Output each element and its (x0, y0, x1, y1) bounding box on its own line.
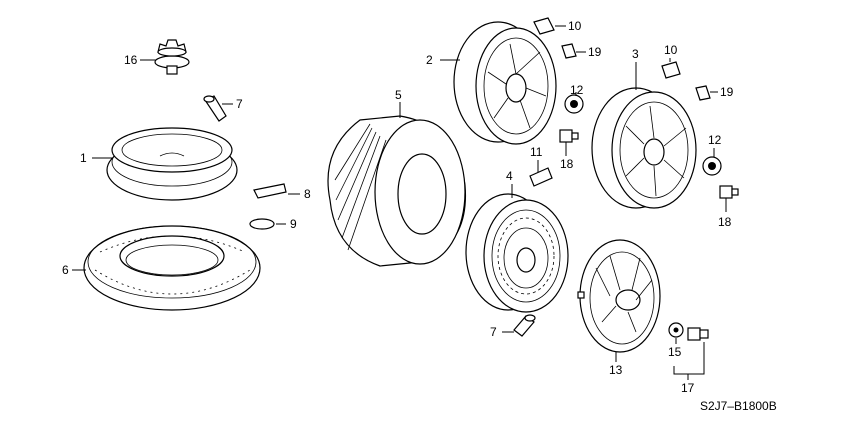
callout-5: 5 (395, 88, 402, 102)
part-5-tire (327, 115, 467, 267)
part-4-steel-wheel (465, 193, 569, 313)
part-1-spare-rim (106, 127, 238, 201)
callout-12-right: 12 (708, 133, 722, 147)
callout-12-upper: 12 (570, 83, 584, 97)
part-7-valve-stem-b (513, 314, 536, 337)
part-2-alloy-wheel (453, 21, 557, 145)
part-17-lug-bolt (687, 327, 709, 341)
part-12-center-cap-a (564, 94, 584, 114)
part-16-nut (154, 39, 190, 75)
callout-7-upper: 7 (236, 97, 243, 111)
callout-19-right: 19 (720, 85, 734, 99)
part-18-lug-nut-a (559, 129, 579, 143)
part-7-valve-stem (203, 95, 227, 122)
part-13-wheel-cover (577, 239, 661, 353)
callout-17: 17 (681, 381, 695, 395)
part-8-weight (253, 183, 287, 199)
callout-16: 16 (124, 53, 138, 67)
part-19-nut-a (561, 43, 577, 59)
part-19-nut-b (695, 85, 711, 101)
part-6-spare-tire (83, 225, 261, 311)
part-10-clip-b (661, 61, 681, 79)
callout-11: 11 (530, 145, 543, 159)
callout-10-right: 10 (664, 43, 678, 57)
callout-9: 9 (290, 217, 297, 231)
callout-7-lower: 7 (490, 325, 497, 339)
part-18-lug-nut-b (719, 185, 739, 199)
callout-18-right: 18 (718, 215, 732, 229)
callout-8: 8 (304, 187, 311, 201)
diagram-code: S2J7–B1800B (700, 399, 777, 413)
part-15-washer (668, 322, 684, 338)
part-11-valve (529, 167, 553, 187)
callout-15: 15 (668, 345, 682, 359)
callout-2: 2 (426, 53, 433, 67)
callout-6: 6 (62, 263, 69, 277)
part-3-alloy-wheel (591, 87, 697, 209)
callout-3: 3 (632, 47, 639, 61)
part-10-clip-a (533, 17, 555, 35)
callout-18-upper: 18 (560, 157, 574, 171)
part-12-center-cap-b (702, 156, 722, 176)
callout-19-upper: 19 (588, 45, 602, 59)
callout-4: 4 (506, 169, 513, 183)
callout-13: 13 (609, 363, 623, 377)
callout-10-upper: 10 (568, 19, 582, 33)
callout-1: 1 (80, 151, 87, 165)
part-9-weight (249, 218, 275, 230)
